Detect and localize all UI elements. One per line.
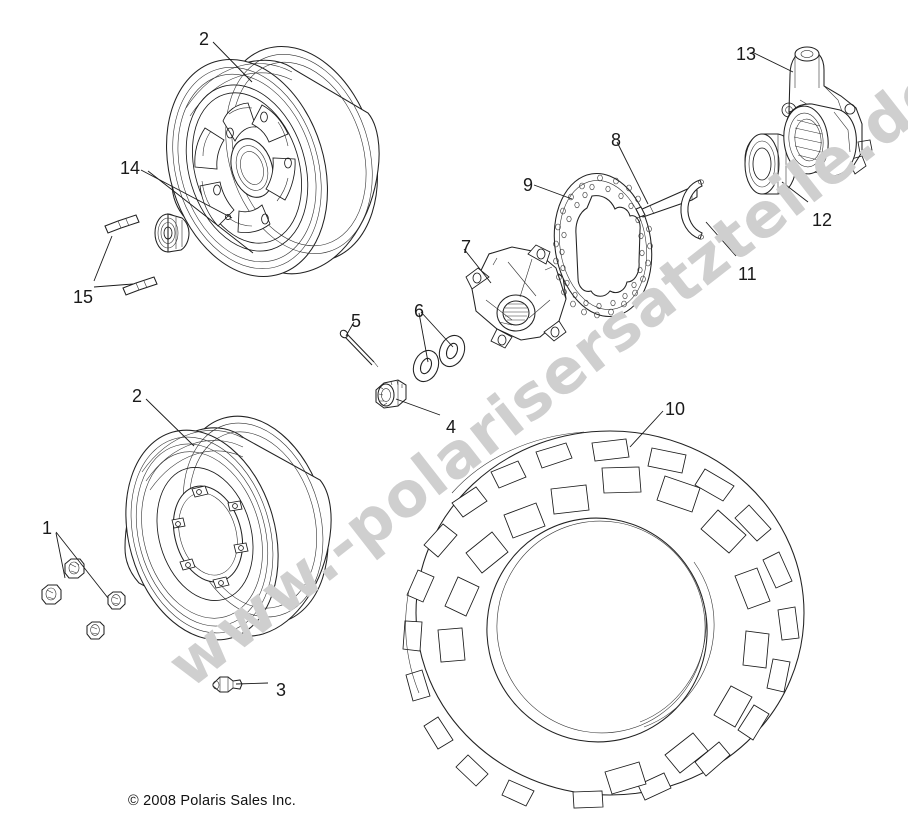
part-lug-nut — [41, 558, 126, 640]
part-steel-wheel-rim — [124, 415, 332, 641]
callout-5-cotter-pin[interactable]: 5 — [351, 311, 362, 331]
callout-3-valve-stem[interactable]: 3 — [276, 680, 287, 700]
part-hub-bolt — [635, 186, 698, 218]
callout-11-snap-ring[interactable]: 11 — [738, 264, 757, 284]
part-castle-nut — [375, 379, 407, 409]
part-snap-ring-circlip — [680, 179, 704, 240]
callout-2-steel-wheel[interactable]: 2 — [132, 386, 143, 406]
callout-13-steering-knuckle[interactable]: 13 — [736, 44, 757, 64]
part-brake-disc-rotor — [553, 172, 653, 319]
part-cotter-pin — [339, 329, 379, 368]
callout-8-hub-bolt[interactable]: 8 — [611, 130, 622, 150]
callout-9-brake-disc[interactable]: 9 — [523, 175, 534, 195]
part-tire — [402, 430, 805, 809]
callout-14-hub-bearing-cap[interactable]: 14 — [120, 158, 141, 178]
part-wheel-stud — [104, 214, 158, 296]
callout-10-tire[interactable]: 10 — [665, 399, 686, 419]
copyright-notice: © 2008 Polaris Sales Inc. — [128, 793, 297, 809]
callout-6-washer[interactable]: 6 — [414, 301, 425, 321]
part-washer — [412, 334, 466, 383]
callout-1-lug-nut[interactable]: 1 — [42, 518, 53, 538]
callout-12-wheel-bearing[interactable]: 12 — [812, 210, 833, 230]
part-wheel-hub — [465, 244, 567, 349]
callout-2-aluminum-wheel[interactable]: 2 — [199, 29, 210, 49]
part-steering-knuckle-spindle — [781, 46, 873, 177]
callout-15-wheel-stud[interactable]: 15 — [73, 287, 94, 307]
leader-lines — [55, 41, 809, 685]
part-hub-bearing-cap — [154, 213, 190, 253]
part-valve-stem — [212, 676, 243, 693]
part-cast-aluminum-wheel-rim — [166, 45, 380, 278]
part-wheel-bearing — [744, 133, 797, 195]
callout-4-castle-nut[interactable]: 4 — [446, 417, 457, 437]
callout-7-wheel-hub[interactable]: 7 — [461, 237, 472, 257]
